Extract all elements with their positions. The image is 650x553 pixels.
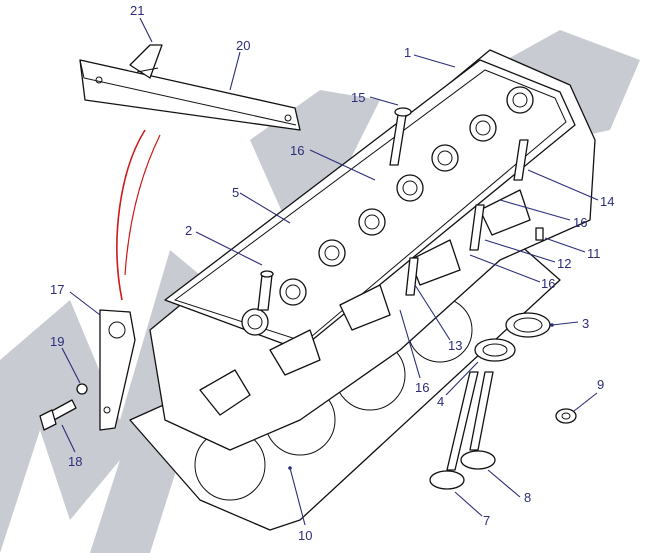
- callout-14: 14: [600, 194, 614, 209]
- callout-15: 15: [351, 90, 365, 105]
- callout-16-right: 16: [573, 215, 587, 230]
- callout-2: 2: [185, 223, 192, 238]
- valve-8: [460, 371, 496, 470]
- cover-plate-17: [99, 309, 136, 431]
- stud-2: [257, 270, 274, 311]
- callout-3: 3: [582, 316, 589, 331]
- callout-17: 17: [50, 282, 64, 297]
- stud-14: [513, 139, 529, 181]
- red-annotation-curve-2: [124, 134, 161, 276]
- callout-16-top: 16: [290, 143, 304, 158]
- dowel-11: [535, 227, 544, 241]
- head-stud-15: [389, 107, 412, 166]
- callout-16-mid: 16: [541, 276, 555, 291]
- callouts: 21 20 1 15 16 5 2 14 16 11 12 16: [50, 3, 614, 543]
- callout-12: 12: [557, 256, 571, 271]
- red-annotation-curve: [116, 129, 146, 301]
- callout-8: 8: [524, 490, 531, 505]
- callout-11: 11: [587, 246, 601, 261]
- valve-7: [429, 371, 479, 490]
- callout-4: 4: [437, 394, 444, 409]
- callout-19: 19: [50, 334, 64, 349]
- washer-19: [76, 383, 88, 395]
- callout-16-bottom: 16: [415, 380, 429, 395]
- stud-12: [469, 204, 485, 251]
- callout-7: 7: [483, 513, 490, 528]
- valve-guide-4: [474, 338, 516, 362]
- timing-tool-bar: [79, 44, 301, 131]
- callout-1: 1: [404, 45, 411, 60]
- callout-20: 20: [236, 38, 250, 53]
- oil-seal-3: [505, 312, 551, 338]
- washer-9: [555, 408, 577, 424]
- callout-18: 18: [68, 454, 82, 469]
- callout-9: 9: [597, 377, 604, 392]
- callout-5: 5: [232, 185, 239, 200]
- bolt-18: [39, 399, 77, 431]
- callout-13: 13: [448, 338, 462, 353]
- callout-10: 10: [298, 528, 312, 543]
- callout-21: 21: [130, 3, 144, 18]
